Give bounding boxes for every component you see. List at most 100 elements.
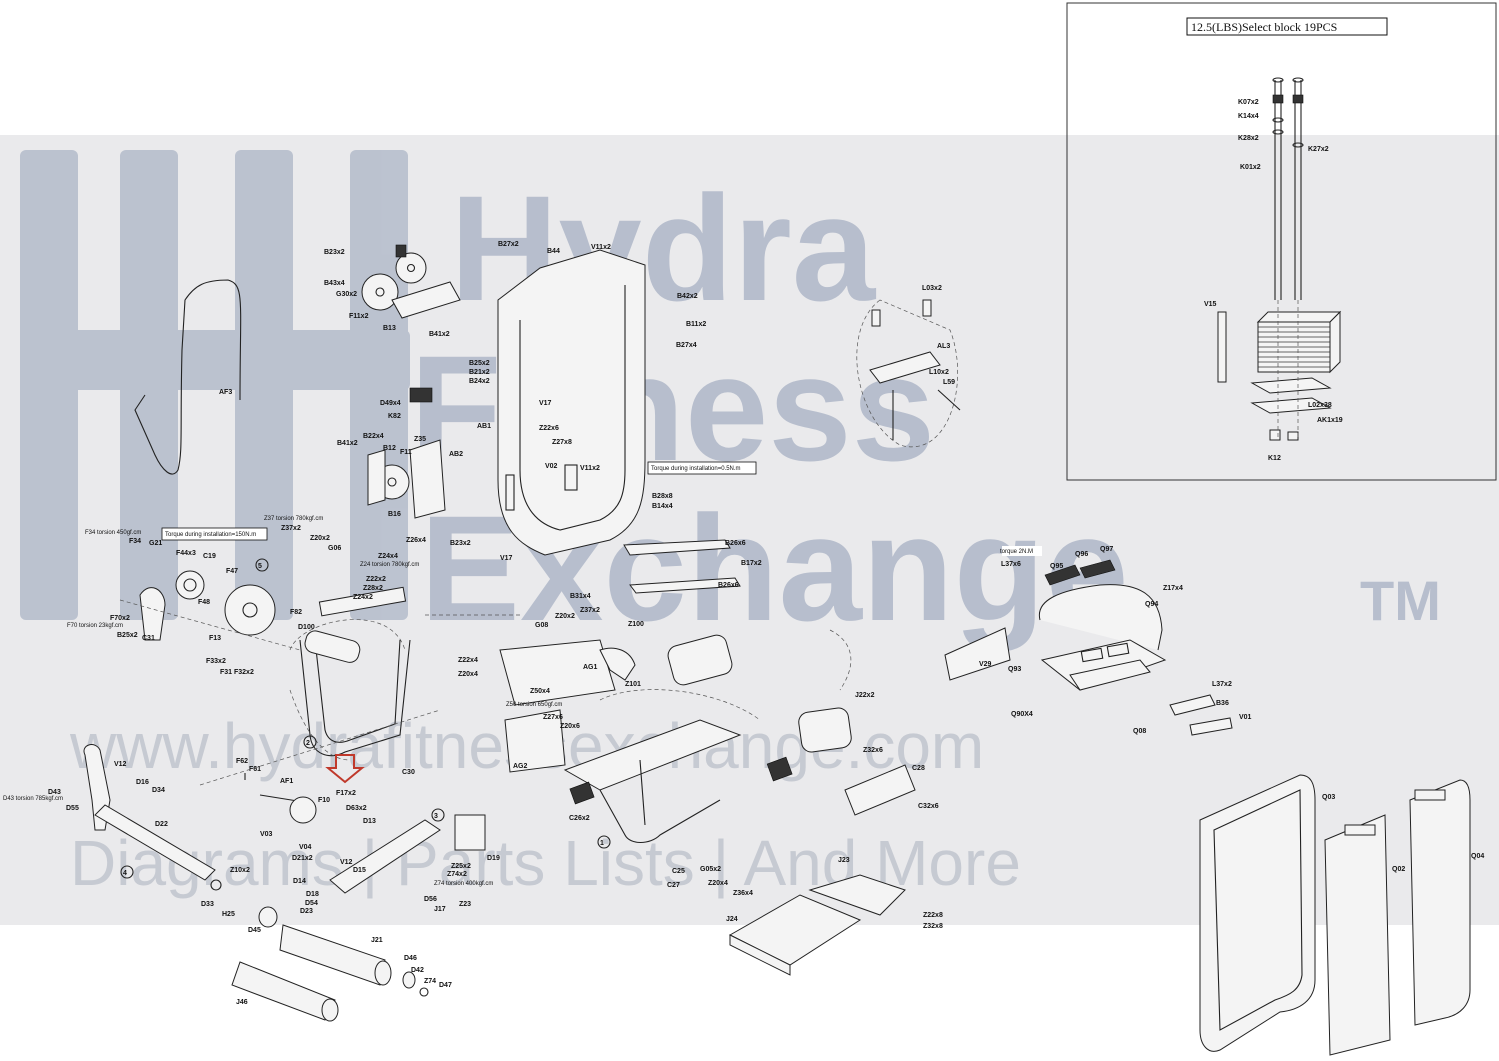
assembly-guides — [119, 599, 852, 786]
svg-text:B27x4: B27x4 — [676, 342, 697, 349]
svg-text:B26x6: B26x6 — [725, 540, 746, 547]
svg-text:L59: L59 — [943, 379, 955, 386]
svg-text:B28x8: B28x8 — [652, 493, 673, 500]
svg-text:Z37x2: Z37x2 — [580, 607, 600, 614]
shroud-q02 — [1324, 814, 1391, 1056]
svg-text:Z50x4: Z50x4 — [530, 688, 550, 695]
svg-text:D16: D16 — [136, 779, 149, 786]
svg-text:Z22x2: Z22x2 — [366, 576, 386, 583]
pulley-right — [395, 252, 427, 284]
svg-text:B11x2: B11x2 — [686, 321, 706, 328]
ag1-bracket — [499, 639, 616, 706]
svg-text:Z74: Z74 — [424, 978, 436, 985]
svg-text:C19: C19 — [203, 553, 216, 560]
svg-text:Z37x2: Z37x2 — [281, 525, 301, 532]
svg-text:J17: J17 — [434, 906, 446, 913]
svg-text:Z24x2: Z24x2 — [353, 594, 373, 601]
label-AK1x19: AK1x19 — [1317, 417, 1343, 424]
svg-text:F32x2: F32x2 — [234, 669, 254, 676]
selector-pin — [1217, 311, 1227, 383]
svg-text:V12: V12 — [340, 859, 353, 866]
svg-text:Z20x2: Z20x2 — [310, 535, 330, 542]
svg-text:F31: F31 — [220, 669, 232, 676]
svg-text:Z20x6: Z20x6 — [560, 723, 580, 730]
top-pulley-assembly: B23x2 B43x4 G30x2 F11x2 B13 B41x2 — [324, 244, 461, 338]
svg-text:D13: D13 — [363, 818, 376, 825]
svg-text:J46: J46 — [236, 999, 248, 1006]
svg-text:F44x3: F44x3 — [176, 550, 196, 557]
svg-text:Z23: Z23 — [459, 901, 471, 908]
svg-text:J22x2: J22x2 — [855, 692, 875, 699]
svg-text:Z22x6: Z22x6 — [539, 425, 559, 432]
main-frame-ab1: Torque during installation=0.5N.m B27x2 … — [469, 241, 757, 562]
svg-text:F70 torsion 23kgf.cm: F70 torsion 23kgf.cm — [67, 623, 123, 629]
svg-text:Q08: Q08 — [1133, 728, 1146, 735]
svg-text:F33x2: F33x2 — [206, 658, 226, 665]
j23-seat — [808, 874, 906, 916]
svg-text:B17x2: B17x2 — [741, 560, 762, 567]
weight-plates — [1256, 310, 1342, 374]
svg-text:V01: V01 — [1239, 714, 1252, 721]
weight-stack-inset: 12.5(LBS)Select block 19PCS — [1066, 2, 1497, 481]
j22-pad — [798, 707, 852, 753]
svg-text:AB2: AB2 — [449, 451, 463, 458]
svg-text:J23: J23 — [838, 857, 850, 864]
svg-text:L37x6: L37x6 — [1001, 561, 1021, 568]
svg-text:D42: D42 — [411, 967, 424, 974]
svg-text:B16: B16 — [388, 511, 401, 518]
svg-text:V17: V17 — [539, 400, 552, 407]
roller-j46 — [231, 961, 336, 1021]
svg-text:C25: C25 — [672, 868, 685, 875]
svg-text:D34: D34 — [152, 787, 165, 794]
svg-text:Z28x2: Z28x2 — [363, 585, 383, 592]
label-V15: V15 — [1204, 301, 1217, 308]
svg-text:D43 torsion 785kgf.cm: D43 torsion 785kgf.cm — [3, 796, 63, 802]
svg-text:G06: G06 — [328, 545, 341, 552]
svg-text:F11: F11 — [400, 449, 412, 456]
svg-text:Z74 torsion 400kgf.cm: Z74 torsion 400kgf.cm — [434, 881, 493, 887]
svg-text:D18: D18 — [306, 891, 319, 898]
svg-text:Z20x4: Z20x4 — [708, 880, 728, 887]
svg-text:F61: F61 — [249, 766, 261, 773]
svg-text:AB1: AB1 — [477, 423, 491, 430]
left-mechanism: Torque during installation=150N.m F34 to… — [67, 516, 419, 761]
svg-text:L10x2: L10x2 — [929, 369, 949, 376]
svg-text:3: 3 — [434, 813, 438, 820]
svg-text:V29: V29 — [979, 661, 992, 668]
svg-text:B44: B44 — [547, 248, 560, 255]
svg-text:C28: C28 — [912, 765, 925, 772]
svg-text:D21x2: D21x2 — [292, 855, 313, 862]
svg-text:B25x2: B25x2 — [469, 360, 490, 367]
svg-text:C32x6: C32x6 — [918, 803, 939, 810]
svg-text:D22: D22 — [155, 821, 168, 828]
svg-text:4: 4 — [123, 870, 127, 877]
al3-lock-assembly: L03x2 AL3 L10x2 L59 — [856, 285, 961, 448]
svg-text:Z25x2: Z25x2 — [451, 863, 471, 870]
svg-text:V03: V03 — [260, 831, 273, 838]
svg-text:D43: D43 — [48, 789, 61, 796]
note-torque-top: Torque during installation=0.5N.m — [651, 466, 741, 472]
svg-text:F82: F82 — [290, 609, 302, 616]
svg-text:F17x2: F17x2 — [336, 790, 356, 797]
svg-text:Z24x4: Z24x4 — [378, 553, 398, 560]
svg-text:B14x4: B14x4 — [652, 503, 673, 510]
pulley-left — [361, 273, 399, 311]
label-K14x4: K14x4 — [1238, 113, 1259, 120]
svg-text:AF1: AF1 — [280, 778, 293, 785]
svg-text:D63x2: D63x2 — [346, 805, 367, 812]
svg-text:AG1: AG1 — [583, 664, 598, 671]
inset-frame — [1066, 2, 1497, 481]
svg-text:J21: J21 — [371, 937, 383, 944]
svg-text:Q90X4: Q90X4 — [1011, 711, 1033, 718]
svg-text:Q02: Q02 — [1392, 866, 1405, 873]
label-K28x2: K28x2 — [1238, 135, 1259, 142]
lever-bar — [329, 819, 441, 894]
svg-text:B43x4: B43x4 — [324, 280, 345, 287]
z100-cap — [599, 647, 636, 681]
svg-text:AG2: AG2 — [513, 763, 528, 770]
svg-text:F34 torsion 450gf.cm: F34 torsion 450gf.cm — [85, 530, 141, 536]
shrouds: Q03 Q02 Q04 — [1199, 774, 1484, 1056]
svg-text:D23: D23 — [300, 908, 313, 915]
svg-text:Z37 torsion 780kgf.cm: Z37 torsion 780kgf.cm — [264, 516, 323, 522]
